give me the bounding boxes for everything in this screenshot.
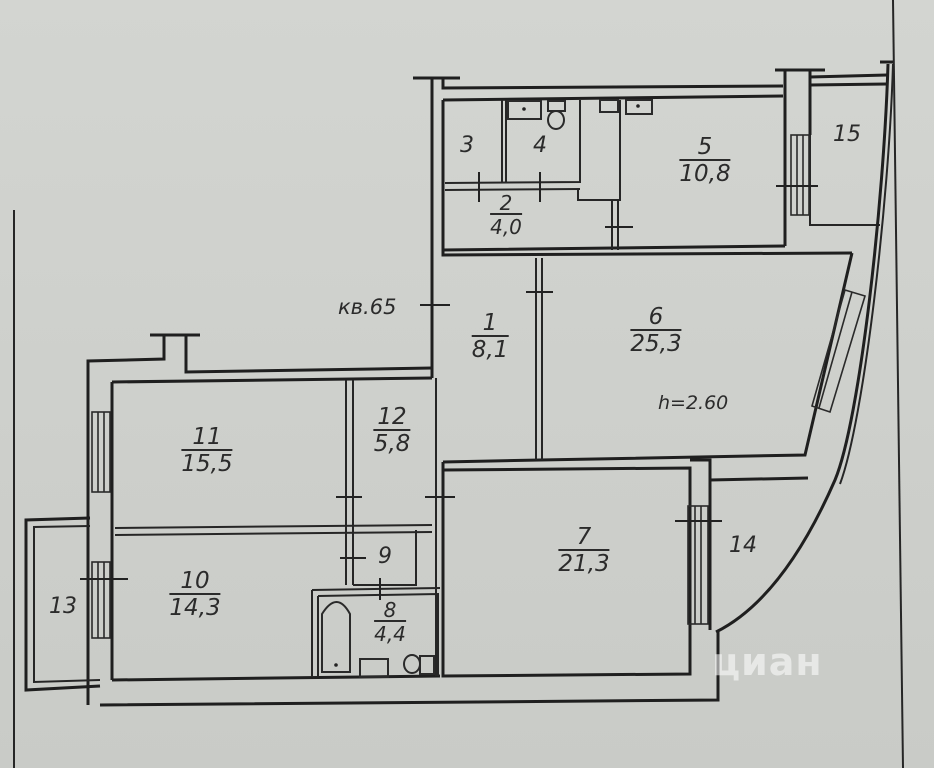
room-15-label: 15 — [833, 122, 861, 147]
room-9-label: 9 — [378, 544, 392, 569]
page-edge-right — [892, 0, 904, 768]
toilet-icon-2 — [403, 654, 421, 674]
bathtub-icon — [321, 601, 351, 673]
sink-icon — [507, 100, 542, 120]
windows — [91, 134, 866, 639]
plumbing-fixtures — [321, 99, 653, 678]
room-4-label: 4 — [533, 133, 547, 158]
apartment-label: кв.65 — [338, 295, 397, 319]
room-3-label: 3 — [460, 133, 474, 158]
curved-balcony-edge — [715, 63, 890, 634]
kitchen-sink-icon — [625, 99, 653, 115]
toilet-icon — [547, 110, 565, 130]
watermark-brand: циан — [712, 640, 823, 684]
room-14-label: 14 — [729, 533, 757, 558]
interior-walls — [114, 100, 621, 677]
washbasin-icon — [359, 658, 389, 678]
room-13-label: 13 — [49, 594, 77, 619]
door-marks — [80, 172, 818, 600]
outer-walls — [24, 60, 893, 707]
ceiling-height-label: h=2.60 — [658, 392, 729, 414]
toilet-tank-icon — [547, 100, 566, 112]
